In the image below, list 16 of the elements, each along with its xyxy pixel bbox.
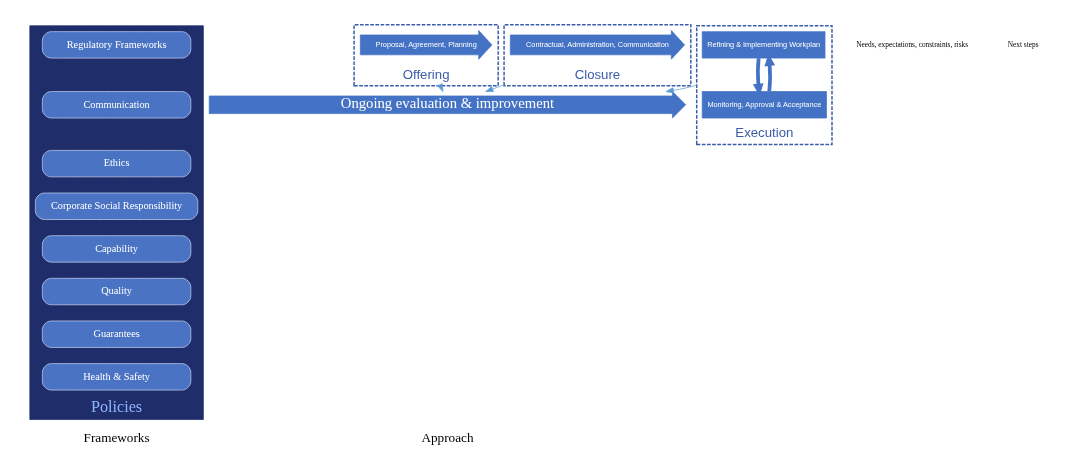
node-box: Monitoring, Approval & Acceptance [701, 91, 827, 119]
node-box: Health & Safety [41, 363, 192, 391]
node-box: Guarantees [41, 320, 192, 348]
arrow [485, 84, 505, 92]
label: Approach [421, 429, 474, 445]
node-box: Refining & Implementing Workplan [701, 31, 826, 59]
node-box: Capability [41, 235, 192, 263]
node-box: Regulatory Frameworks [41, 31, 192, 59]
node-box: Corporate Social Responsibility [34, 192, 199, 220]
node-box: Communication [41, 91, 192, 119]
node-box: Ethics [41, 150, 192, 178]
node-text: Next steps [1007, 39, 1039, 49]
node-text: Needs, expectations, constraints, risks [856, 39, 969, 49]
node-box: Quality [41, 277, 192, 306]
arrow [665, 84, 698, 94]
label: Frameworks [83, 429, 150, 445]
